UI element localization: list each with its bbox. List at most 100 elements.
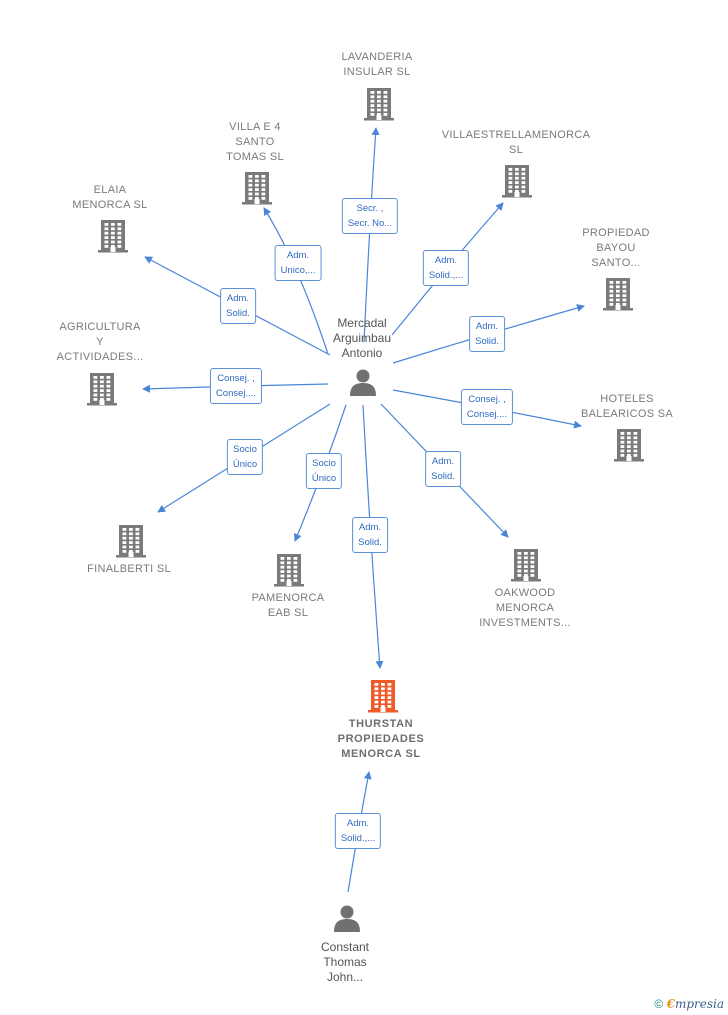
edge-label-line: Adm. <box>434 255 458 266</box>
edge-label-line: Adm. <box>286 250 310 261</box>
node-label-line: PAMENORCA <box>251 592 325 604</box>
node-label-oakwood: OAKWOOD MENORCA INVESTMENTS... <box>479 586 571 631</box>
node-label-line: OAKWOOD <box>494 587 556 599</box>
node-label-line: SANTO... <box>591 257 641 269</box>
node-label-line: Thomas <box>323 955 367 969</box>
node-label-propiedad: PROPIEDAD BAYOU SANTO... <box>582 226 650 271</box>
edge-label-line: Consej. , <box>217 373 255 384</box>
node-label-line: INVESTMENTS... <box>479 617 571 629</box>
node-label-villa: VILLA E 4 SANTO TOMAS SL <box>226 120 284 165</box>
node-label-line: HOTELES <box>600 393 654 405</box>
node-label-line: BAYOU <box>596 242 636 254</box>
node-label-line: Arguimbau <box>332 331 392 345</box>
copyright-symbol: © <box>654 997 664 1011</box>
edge-label-line: Consej.... <box>466 409 508 420</box>
edge-label-lavanderia[interactable]: Secr. , Secr. No... <box>341 198 399 234</box>
building-icon[interactable] <box>614 429 644 462</box>
node-label-line: ELAIA <box>93 184 127 196</box>
node-label-line: TOMAS SL <box>226 151 284 163</box>
building-icon[interactable] <box>511 549 541 582</box>
edge-label-thurstan[interactable]: Adm. Solid.,... <box>334 813 382 849</box>
building-icon[interactable] <box>242 172 272 205</box>
node-label-line: Antonio <box>341 346 383 360</box>
edge-label-line: Consej. , <box>468 394 506 405</box>
node-label-line: THURSTAN <box>348 718 414 730</box>
edge-label-line: Único <box>232 459 258 470</box>
edge-label-hoteles[interactable]: Consej. , Consej.... <box>460 389 514 425</box>
edge-label-line: Socio <box>233 444 257 455</box>
edge-label-elaia[interactable]: Adm. Solid. <box>220 288 256 324</box>
node-label-line: Mercadal <box>337 316 387 330</box>
node-label-line: EAB SL <box>267 607 309 619</box>
node-label-line: MENORCA SL <box>341 748 421 760</box>
edge-label-line: Adm. <box>431 456 455 467</box>
building-icon[interactable] <box>502 165 532 198</box>
node-label-line: MENORCA <box>495 602 555 614</box>
node-label-line: SL <box>508 144 524 156</box>
node-label-line: INSULAR SL <box>343 66 411 78</box>
edge-label-villa[interactable]: Adm. Unico,... <box>274 245 322 281</box>
building-icon[interactable] <box>116 525 146 558</box>
footer-brand: © €mpresia <box>654 997 724 1011</box>
edge-label-line: Consej.... <box>215 388 257 399</box>
node-label-elaia: ELAIA MENORCA SL <box>72 183 147 213</box>
node-label-line: VILLAESTRELLAMENORCA <box>441 129 591 141</box>
building-icon[interactable] <box>274 554 304 587</box>
node-label-line: BALEARICOS SA <box>581 408 673 420</box>
edge-label-line: Adm. <box>346 818 370 829</box>
person-icon[interactable] <box>350 369 376 397</box>
node-label-finalberti: FINALBERTI SL <box>87 562 171 577</box>
edge-label-line: Solid.,... <box>340 833 376 844</box>
edge-mercadal-lavanderia <box>363 127 380 343</box>
building-icon[interactable] <box>603 278 633 311</box>
edge-label-line: Adm. <box>475 321 499 332</box>
edge-mercadal-villa <box>263 207 329 355</box>
node-label-thurstan: THURSTAN PROPIEDADES MENORCA SL <box>338 717 425 762</box>
node-label-line: Constant <box>320 940 370 954</box>
node-label-agricultura: AGRICULTURA Y ACTIVIDADES... <box>57 320 144 365</box>
edge-label-villaestrella[interactable]: Adm. Solid.,... <box>422 250 470 286</box>
node-label-line: SANTO <box>235 136 275 148</box>
edge-label-oakwood[interactable]: Adm.Solid. <box>425 451 461 487</box>
node-label-line: LAVANDERIA <box>341 51 413 63</box>
building-icon-focus[interactable] <box>368 680 398 713</box>
edge-label-line: Unico,... <box>280 265 316 276</box>
node-label-hoteles: HOTELES BALEARICOS SA <box>581 392 673 422</box>
node-label-lavanderia: LAVANDERIA INSULAR SL <box>341 50 412 80</box>
edge-label-line: Adm. <box>358 522 382 533</box>
node-label-line: PROPIEDAD <box>582 227 650 239</box>
node-label-line: MENORCA SL <box>72 199 148 211</box>
brand-logo-initial: € <box>666 997 675 1011</box>
edge-label-line: Solid. <box>226 308 250 319</box>
edge-label-line: Secr. No... <box>347 218 393 229</box>
node-label-villaestrella: VILLAESTRELLAMENORCA SL <box>442 128 590 158</box>
node-label-pamenorca: PAMENORCA EAB SL <box>252 591 325 621</box>
person-icon[interactable] <box>334 905 360 933</box>
brand-name: mpresia <box>674 997 724 1011</box>
node-label-line: VILLA E 4 <box>229 121 281 133</box>
edge-label-line: Solid. <box>358 537 382 548</box>
building-icon[interactable] <box>87 373 117 406</box>
edge-layer <box>142 127 585 893</box>
edge-label-thurstan[interactable]: Adm. Solid. <box>352 517 388 553</box>
node-label-line: ACTIVIDADES... <box>56 351 144 363</box>
edge-label-agricultura[interactable]: Consej. , Consej.... <box>209 368 263 404</box>
edge-label-propiedad[interactable]: Adm. Solid. <box>469 316 505 352</box>
edge-label-line: Único <box>311 473 337 484</box>
node-label-line: FINALBERTI SL <box>87 563 171 575</box>
edge-label-line: Socio <box>312 458 336 469</box>
building-icon[interactable] <box>98 220 128 253</box>
edge-label-line: Solid. <box>475 336 499 347</box>
edge-label-line: Secr. , <box>356 203 384 214</box>
node-label-line: Y <box>96 336 104 348</box>
node-label-line: AGRICULTURA <box>59 321 141 333</box>
edge-label-line: Solid.,... <box>428 270 464 281</box>
building-icon[interactable] <box>364 88 394 121</box>
node-label-line: PROPIEDADES <box>337 733 425 745</box>
edge-label-line: Adm. <box>226 293 250 304</box>
